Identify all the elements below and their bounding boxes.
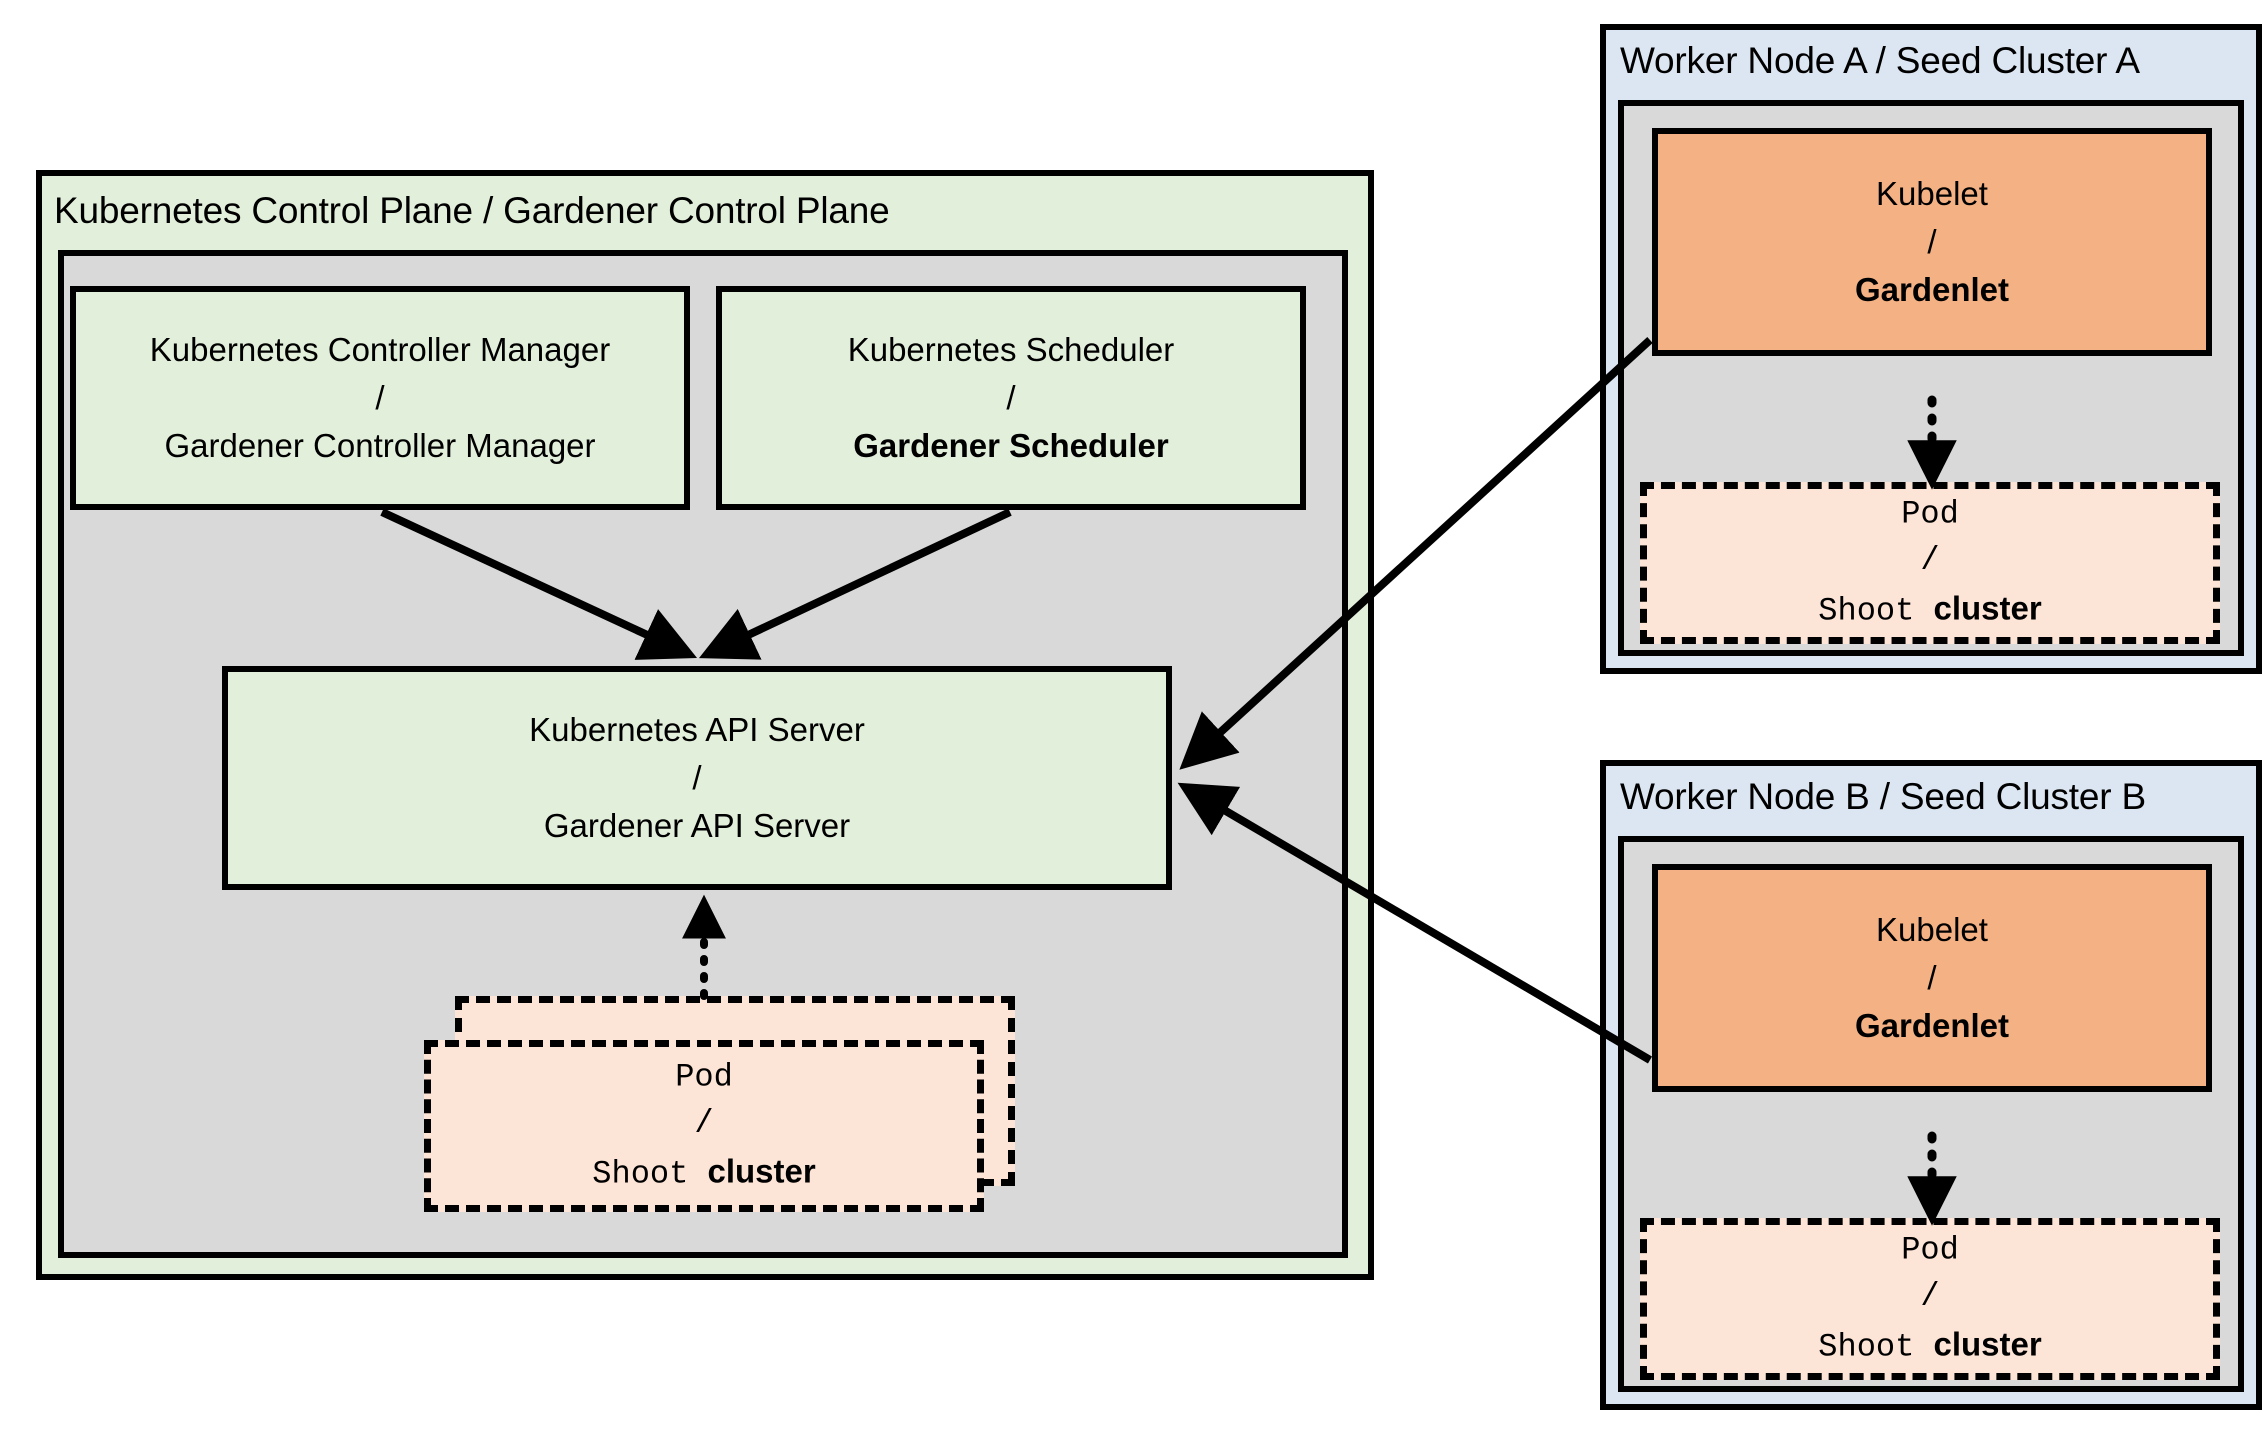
seed-cluster-a-title: Worker Node A / Seed Cluster A bbox=[1620, 40, 2140, 81]
seed-b-pod-line2: Shoot cluster bbox=[1647, 1320, 2213, 1370]
seed-b-kubelet-label: Kubelet / Gardenlet bbox=[1658, 906, 2206, 1050]
scheduler-label: Kubernetes Scheduler / Gardener Schedule… bbox=[722, 326, 1300, 470]
seed-a-pod-label: Pod / Shoot cluster bbox=[1647, 491, 2213, 634]
control-plane-pod-separator: / bbox=[694, 1104, 714, 1142]
seed-a-pod-line1: Pod bbox=[1901, 495, 1959, 533]
kubernetes-controller-manager-box[interactable]: Kubernetes Controller Manager / Gardener… bbox=[70, 286, 690, 510]
seed-b-kubelet-line2: Gardenlet bbox=[1854, 1006, 2010, 1044]
control-plane-pod-box[interactable]: Pod / Shoot cluster bbox=[424, 1040, 984, 1212]
control-plane-title: Kubernetes Control Plane / Gardener Cont… bbox=[54, 190, 890, 231]
seed-b-pod-line1: Pod bbox=[1901, 1231, 1959, 1269]
seed-a-pod-separator: / bbox=[1920, 541, 1940, 579]
seed-cluster-b-title: Worker Node B / Seed Cluster B bbox=[1620, 776, 2146, 817]
controller-manager-line1: Kubernetes Controller Manager bbox=[149, 331, 611, 369]
seed-b-kubelet-gardenlet-box[interactable]: Kubelet / Gardenlet bbox=[1652, 864, 2212, 1092]
seed-a-pod-shoot-word: Shoot bbox=[1818, 592, 1934, 630]
seed-b-kubelet-line1: Kubelet bbox=[1876, 911, 1988, 949]
controller-manager-line2: Gardener Controller Manager bbox=[164, 426, 596, 464]
seed-a-kubelet-line1: Kubelet bbox=[1876, 175, 1988, 213]
seed-a-kubelet-gardenlet-box[interactable]: Kubelet / Gardenlet bbox=[1652, 128, 2212, 356]
api-server-line1: Kubernetes API Server bbox=[529, 711, 865, 749]
control-plane-pod-shoot-word: Shoot bbox=[592, 1155, 708, 1193]
seed-a-kubelet-label: Kubelet / Gardenlet bbox=[1658, 170, 2206, 314]
control-plane-pod-cluster-word: cluster bbox=[707, 1152, 816, 1190]
scheduler-line1: Kubernetes Scheduler bbox=[847, 331, 1175, 369]
kubernetes-api-server-box[interactable]: Kubernetes API Server / Gardener API Ser… bbox=[222, 666, 1172, 890]
seed-b-pod-box[interactable]: Pod / Shoot cluster bbox=[1640, 1218, 2220, 1380]
seed-b-kubelet-separator: / bbox=[1927, 959, 1937, 997]
api-server-label: Kubernetes API Server / Gardener API Ser… bbox=[228, 706, 1166, 850]
seed-a-pod-box[interactable]: Pod / Shoot cluster bbox=[1640, 482, 2220, 644]
api-server-line2: Gardener API Server bbox=[543, 806, 851, 844]
control-plane-pod-label: Pod / Shoot cluster bbox=[431, 1054, 977, 1197]
control-plane-pod-line1: Pod bbox=[675, 1058, 733, 1096]
seed-a-pod-line2: Shoot cluster bbox=[1647, 584, 2213, 634]
control-plane-pod-line2: Shoot cluster bbox=[431, 1147, 977, 1197]
seed-a-kubelet-line2: Gardenlet bbox=[1854, 270, 2010, 308]
seed-b-pod-shoot-word: Shoot bbox=[1818, 1328, 1934, 1366]
controller-manager-label: Kubernetes Controller Manager / Gardener… bbox=[76, 326, 684, 470]
kubernetes-scheduler-box[interactable]: Kubernetes Scheduler / Gardener Schedule… bbox=[716, 286, 1306, 510]
seed-b-pod-label: Pod / Shoot cluster bbox=[1647, 1227, 2213, 1370]
scheduler-line2: Gardener Scheduler bbox=[853, 426, 1169, 464]
seed-a-kubelet-separator: / bbox=[1927, 223, 1937, 261]
scheduler-separator: / bbox=[1006, 379, 1016, 417]
api-server-separator: / bbox=[692, 759, 702, 797]
controller-manager-separator: / bbox=[375, 379, 385, 417]
seed-b-pod-cluster-word: cluster bbox=[1933, 1325, 2042, 1363]
seed-b-pod-separator: / bbox=[1920, 1277, 1940, 1315]
seed-a-pod-cluster-word: cluster bbox=[1933, 589, 2042, 627]
